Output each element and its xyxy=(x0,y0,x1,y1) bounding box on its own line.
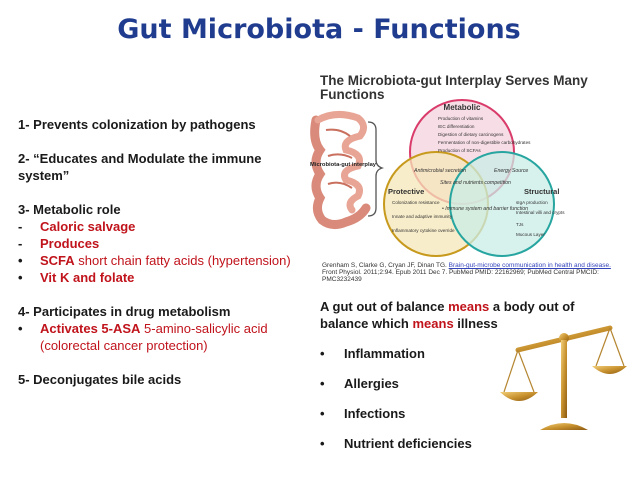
statement-text: a body out of balance which xyxy=(320,299,575,331)
list-item: • Allergies xyxy=(320,376,399,391)
structural-item: Mucous Layer xyxy=(516,232,545,237)
structural-label: Structural xyxy=(524,187,559,196)
bullet-marker: - xyxy=(18,219,23,234)
structural-item: sIgA production xyxy=(516,200,548,205)
statement-text: illness xyxy=(453,316,498,331)
allergies: Allergies xyxy=(344,376,399,391)
list-item: - Caloric salvage xyxy=(18,218,308,235)
scfa-detail: short chain fatty acids (hypertension) xyxy=(74,253,291,268)
metabolic-item: Fermentation of non-digestible carbohydr… xyxy=(438,140,531,145)
functions-list: 1- Prevents colonization by pathogens 2-… xyxy=(18,116,308,388)
produces: Produces xyxy=(40,236,100,251)
bullet-marker: • xyxy=(320,346,325,361)
bullet-marker: • xyxy=(320,406,325,421)
function-item-1: 1- Prevents colonization by pathogens xyxy=(18,117,256,132)
infections: Infections xyxy=(344,406,406,421)
metabolic-item: Digestion of dietary carcinogens xyxy=(438,132,504,137)
figure-title: The Microbiota-gut Interplay Serves Many… xyxy=(320,73,588,102)
intestine-label: Microbiota-gut interplay xyxy=(310,162,377,168)
protective-item: Inflammatory cytokine override xyxy=(392,228,455,233)
citation-authors: Grenham S, Clarke G, Cryan JF, Dinan TG. xyxy=(322,262,449,269)
statement-text: A gut out of balance xyxy=(320,299,449,314)
bullet-marker: • xyxy=(18,270,23,285)
metabolic-item: Production of vitamins xyxy=(438,116,484,121)
sites-label: Sites and nutrients competition xyxy=(440,180,511,186)
means-word: means xyxy=(448,299,490,314)
scfa: SCFA xyxy=(40,253,75,268)
bullet-marker: • xyxy=(320,376,325,391)
venn-diagram-figure: Microbiota-gut interplay Metabolic Produ… xyxy=(310,99,565,257)
protective-item: Innate and adaptive immunity xyxy=(392,214,453,219)
citation-link[interactable]: Brain-gut-microbe communication in healt… xyxy=(448,262,611,269)
activates-5asa: Activates 5-ASA xyxy=(40,321,141,336)
metabolic-item: IEC differentiation xyxy=(438,124,475,129)
function-item-4: 4- Participates in drug metabolism xyxy=(18,304,231,319)
caloric-salvage: Caloric salvage xyxy=(40,219,136,234)
citation-source: Front Physiol. 2011;2:94. Epub 2011 Dec … xyxy=(322,269,599,283)
list-item: • SCFA short chain fatty acids (hyperten… xyxy=(18,252,308,269)
structural-item: Intestinal villi and crypts xyxy=(516,210,565,215)
brace xyxy=(367,121,385,217)
structural-item: TJs xyxy=(516,222,524,227)
citation: Grenham S, Clarke G, Cryan JF, Dinan TG.… xyxy=(322,262,622,283)
list-item: • Vit K and folate xyxy=(18,269,308,286)
vit-k-folate: Vit K and folate xyxy=(40,270,135,285)
list-item: • Inflammation xyxy=(320,346,425,361)
balance-scale-icon xyxy=(500,325,627,430)
bullet-marker: • xyxy=(18,253,23,268)
balance-statement: A gut out of balance means a body out of… xyxy=(320,298,620,332)
metabolic-item: Production of SCFAs xyxy=(438,148,481,153)
function-item-3: 3- Metabolic role xyxy=(18,202,121,217)
list-item: • Infections xyxy=(320,406,405,421)
bullet-marker: • xyxy=(18,321,23,336)
immune-label: • Immune system and barrier function xyxy=(442,206,528,212)
list-item: - Produces xyxy=(18,235,308,252)
protective-item: Colonization resistance xyxy=(392,200,440,205)
nutrient-deficiencies: Nutrient deficiencies xyxy=(344,436,472,451)
antimicrobial-label: Antimicrobial secretion xyxy=(413,168,466,174)
bullet-marker: - xyxy=(18,236,23,251)
means-word: means xyxy=(412,316,454,331)
function-item-2: 2- “Educates and Modulate the immune sys… xyxy=(18,151,262,183)
function-item-5: 5- Deconjugates bile acids xyxy=(18,372,182,387)
protective-label: Protective xyxy=(388,187,424,196)
inflammation: Inflammation xyxy=(344,346,425,361)
page-title: Gut Microbiota - Functions xyxy=(117,14,521,45)
list-item: • Nutrient deficiencies xyxy=(320,436,472,451)
energy-label: Energy Source xyxy=(494,168,528,174)
metabolic-label: Metabolic xyxy=(444,103,481,112)
5asa-detail: 5-amino-salicylic acid (colorectal cance… xyxy=(40,321,268,353)
structural-circle xyxy=(449,151,555,257)
bullet-marker: • xyxy=(320,436,325,451)
intestine-illustration xyxy=(310,111,371,230)
list-item: • Activates 5-ASA 5-amino-salicylic acid… xyxy=(18,320,308,354)
